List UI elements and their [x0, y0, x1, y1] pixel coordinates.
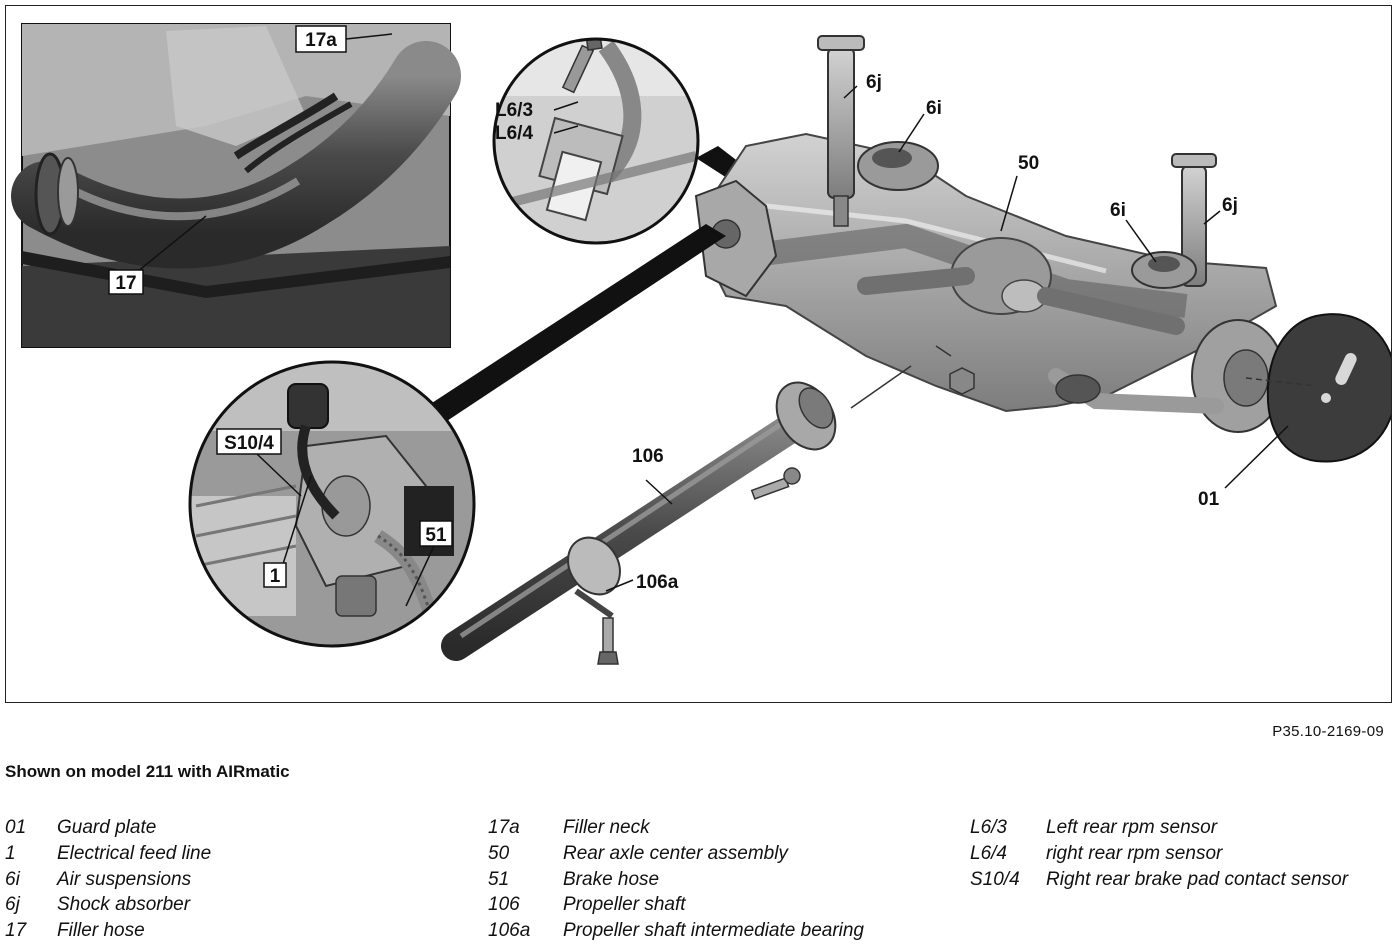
rpm-sensor-detail-inset	[492, 37, 700, 245]
callout-6i-right: 6i	[1110, 200, 1126, 221]
legend-code: 106a	[488, 920, 531, 942]
callout-51: 51	[425, 525, 447, 546]
legend-code: S10/4	[970, 868, 1020, 890]
legend-code: 50	[488, 842, 510, 864]
legend-code: 01	[5, 817, 27, 838]
rear-axle-assembly	[694, 35, 1285, 433]
legend-description: Electrical feed line	[57, 842, 212, 864]
legend-column-2: 17a Filler neck 50 Rear axle center assemb…	[488, 815, 864, 944]
legend-item: 6j Shock absorber	[5, 892, 211, 918]
legend-code: 106	[488, 894, 520, 916]
callout-17a: 17a	[305, 30, 337, 51]
legend-description: Rear axle center assembly	[563, 842, 788, 864]
leader-lines	[136, 33, 1289, 607]
legend-item: 106a Propeller shaft intermediate bearing	[488, 918, 864, 944]
legend-item: 17 Filler hose	[5, 918, 211, 944]
figure-reference: P35.10-2169-09	[1272, 723, 1384, 740]
legend-code: L6/3	[970, 817, 1007, 838]
diagram-frame: 17a 17 L6/3 L6/4 6j 6i 50 6i 6j S10/4 51…	[5, 5, 1392, 703]
legend-item: 01 Guard plate	[5, 815, 211, 841]
legend-description: Right rear brake pad contact sensor	[1046, 868, 1349, 890]
guard-plate-drawing	[1245, 313, 1391, 463]
rear-axle-illustration: 17a 17 L6/3 L6/4 6j 6i 50 6i 6j S10/4 51…	[11, 23, 1391, 665]
legend-item: 51 Brake hose	[488, 867, 864, 893]
flange-bolt	[750, 467, 801, 500]
legend-code: 6i	[5, 868, 20, 890]
callout-l6-4: L6/4	[495, 123, 533, 144]
legend-description: Air suspensions	[57, 868, 192, 890]
legend-description: Propeller shaft	[563, 894, 686, 916]
legend-description: right rear rpm sensor	[1046, 842, 1223, 864]
callout-50: 50	[1018, 153, 1039, 174]
bearing-bolt	[597, 617, 619, 665]
legend-description: Propeller shaft intermediate bearing	[563, 920, 865, 942]
legend-item: L6/4 right rear rpm sensor	[970, 841, 1348, 867]
figure-caption: Shown on model 211 with AIRmatic	[5, 762, 290, 781]
legend-item: 106 Propeller shaft	[488, 892, 864, 918]
legend-code: 17a	[488, 817, 520, 838]
legend-column-1: 01 Guard plate 1 Electrical feed line 6i Ai…	[5, 815, 211, 944]
legend-code: L6/4	[970, 842, 1007, 864]
callout-l6-3: L6/3	[495, 100, 533, 121]
legend-item: S10/4 Right rear brake pad contact sensor	[970, 867, 1348, 893]
legend-column-3: L6/3 Left rear rpm sensor L6/4 right rear …	[970, 815, 1348, 892]
callout-6i-left: 6i	[926, 98, 942, 119]
legend-code: 6j	[5, 894, 20, 916]
callout-01: 01	[1198, 489, 1220, 510]
filler-hose-inset	[11, 23, 461, 348]
callout-6j-right: 6j	[1222, 195, 1238, 216]
callout-106a: 106a	[636, 572, 679, 593]
propeller-shaft-drawing	[441, 365, 912, 665]
legend-item: 50 Rear axle center assembly	[488, 841, 864, 867]
legend-description: Left rear rpm sensor	[1046, 817, 1218, 838]
callout-17: 17	[115, 273, 136, 294]
legend-description: Guard plate	[57, 817, 157, 838]
callout-labels: 17a 17 L6/3 L6/4 6j 6i 50 6i 6j S10/4 51…	[108, 25, 1238, 593]
legend-description: Filler hose	[57, 920, 145, 942]
callout-106: 106	[632, 446, 664, 467]
legend-code: 51	[488, 868, 510, 890]
legend-description: Shock absorber	[57, 894, 191, 916]
callout-s10-4: S10/4	[224, 433, 274, 454]
legend-code: 1	[5, 842, 16, 864]
legend-item: 17a Filler neck	[488, 815, 864, 841]
legend-description: Brake hose	[563, 868, 660, 890]
legend-item: L6/3 Left rear rpm sensor	[970, 815, 1348, 841]
legend-code: 17	[5, 920, 27, 942]
legend-item: 1 Electrical feed line	[5, 841, 211, 867]
legend-description: Filler neck	[563, 817, 650, 838]
callout-6j-left: 6j	[866, 72, 882, 93]
legend-item: 6i Air suspensions	[5, 867, 211, 893]
callout-1: 1	[270, 566, 281, 587]
